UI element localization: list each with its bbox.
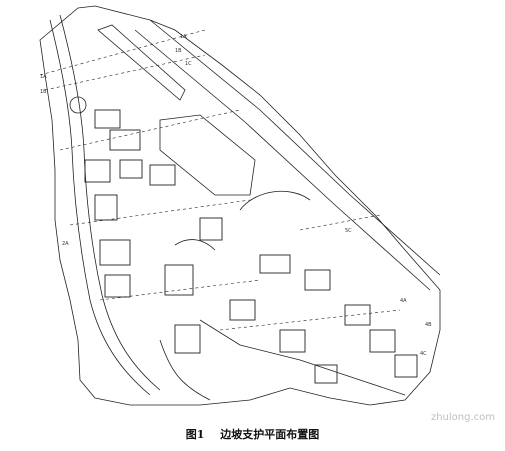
building <box>259 254 291 274</box>
building <box>229 299 256 321</box>
building <box>314 364 338 384</box>
building <box>94 109 121 129</box>
dashed-grid-line <box>69 199 251 226</box>
internal-road <box>159 339 211 401</box>
section-label: 1C <box>185 61 192 67</box>
parking-lot <box>159 114 256 196</box>
building <box>369 329 396 353</box>
section-label: 4C <box>420 351 427 357</box>
slope-belt <box>149 19 441 276</box>
internal-road <box>174 239 216 251</box>
dashed-grid-line <box>44 54 206 91</box>
round-pool <box>69 96 87 114</box>
internal-road <box>239 190 311 211</box>
slope-belt <box>134 29 431 291</box>
building <box>99 239 131 266</box>
building <box>344 304 371 326</box>
site-boundary <box>39 5 441 406</box>
figure-title: 边坡支护平面布置图 <box>220 428 320 441</box>
figure-number: 图1 <box>185 428 205 441</box>
building <box>84 159 111 183</box>
building <box>109 129 141 151</box>
parking-lot <box>97 24 186 101</box>
main-road-edge <box>49 19 151 396</box>
figure-caption: 图1 边坡支护平面布置图 <box>0 426 505 442</box>
building <box>164 264 194 296</box>
building <box>104 274 131 298</box>
section-label: 1B <box>40 89 47 95</box>
section-label: 1A <box>40 74 47 80</box>
building <box>174 324 201 354</box>
building <box>279 329 306 353</box>
section-label: 4B <box>425 322 432 328</box>
main-road-edge <box>59 14 161 391</box>
building <box>304 269 331 291</box>
section-label: 4A <box>400 298 407 304</box>
building <box>119 159 143 179</box>
section-label: 2A <box>62 241 69 247</box>
section-label: 1A <box>180 34 187 40</box>
section-label: 5C <box>345 228 352 234</box>
dashed-grid-line <box>59 109 241 151</box>
building <box>94 194 118 221</box>
building <box>199 217 223 241</box>
dashed-grid-line <box>299 214 381 231</box>
building <box>149 164 176 186</box>
internal-road <box>199 319 406 396</box>
dashed-grid-line <box>39 29 206 76</box>
building <box>394 354 418 378</box>
section-label: 1B <box>175 48 182 54</box>
watermark: zhulong.com <box>430 412 495 423</box>
